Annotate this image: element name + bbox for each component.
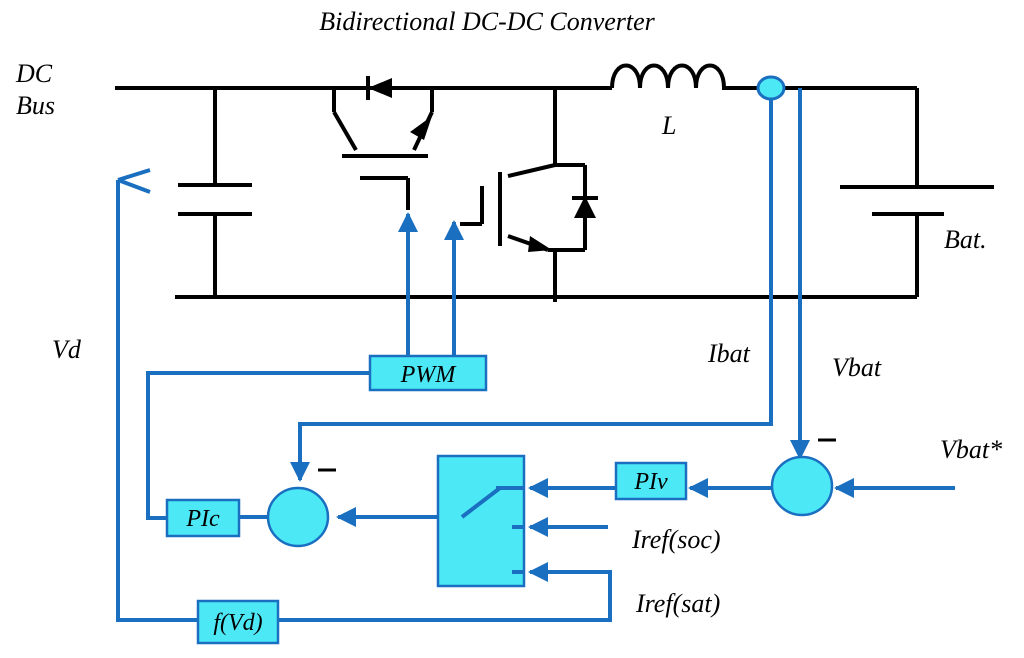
upper-diode [368, 78, 392, 98]
bus-label: Bus [16, 91, 55, 120]
battery [840, 88, 994, 297]
iref-soc-label: Iref(soc) [631, 525, 721, 554]
current-sum-junction [266, 486, 330, 548]
pwm-block [368, 354, 488, 392]
fvd-label: f(Vd) [213, 610, 262, 636]
lower-igbt [460, 163, 598, 302]
inductor-label: L [661, 111, 676, 140]
control-stage: PWM PIv PIc f(Vd) [116, 75, 955, 645]
fvd-block [196, 599, 280, 645]
piv-block [614, 461, 688, 501]
vd-probe [117, 168, 151, 194]
lower-diode [574, 196, 596, 218]
upper-igbt [332, 76, 434, 210]
pic-label: PIc [185, 506, 220, 532]
pic-block [165, 498, 241, 538]
pwm-label: PWM [400, 362, 458, 388]
power-stage [115, 63, 994, 302]
dc-label: DC [15, 59, 53, 88]
inductor [610, 63, 732, 90]
battery-label: Bat. [944, 225, 987, 254]
vd-label: Vd [52, 335, 82, 364]
iref-sat-label: Iref(sat) [635, 589, 720, 618]
vbat-label: Vbat [832, 353, 882, 382]
ibat-label: Ibat [707, 339, 751, 368]
iref-sat-wire [278, 562, 612, 622]
reference-selector-block [436, 454, 526, 588]
diagram-title: Bidirectional DC-DC Converter [319, 7, 655, 36]
current-sensor [756, 75, 786, 101]
selector-switch-arm [460, 486, 502, 519]
vd-feedback-wire [116, 180, 198, 622]
vbat-ref-label: Vbat* [940, 435, 1002, 464]
ibat-feedback-wire [290, 100, 773, 482]
dc-link-capacitor [178, 88, 252, 297]
piv-label: PIv [633, 469, 668, 495]
pic-to-pwm-wire [146, 371, 370, 520]
voltage-sum-junction [770, 455, 834, 517]
